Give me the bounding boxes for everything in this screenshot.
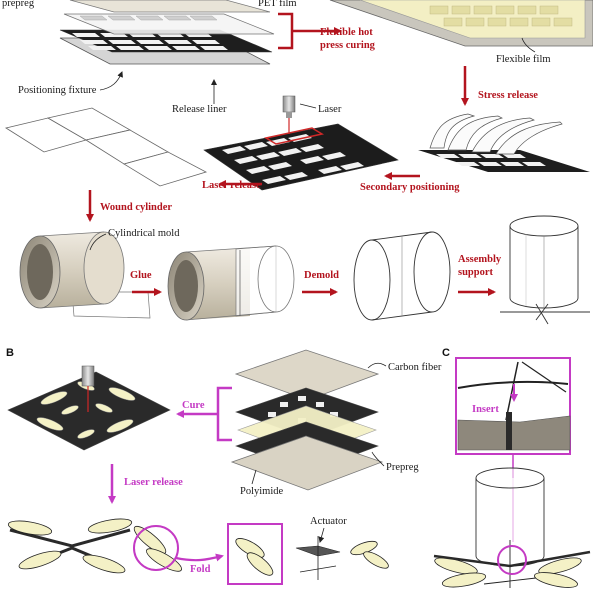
demolded-tube — [353, 231, 451, 321]
cylindrical-mold-1 — [19, 231, 151, 319]
film-strip — [4, 107, 208, 187]
step-cure: Cure — [182, 400, 205, 411]
step-demold: Demold — [304, 270, 339, 281]
layup-stack-b — [230, 349, 384, 491]
released-cross — [7, 518, 182, 574]
step-glue: Glue — [130, 270, 152, 281]
actuator-assembly — [295, 536, 389, 580]
cylinder-with-film — [167, 245, 295, 321]
label-prepreg-b: Prepreg — [386, 462, 419, 473]
step-fold: Fold — [190, 564, 211, 575]
curing-bracket — [278, 12, 294, 50]
panel-tag-c: C — [442, 347, 450, 359]
step-laser-release-a: Laser release — [202, 180, 261, 191]
step-flexible-hot-press-line2: press curing — [320, 40, 376, 51]
step-stress-release: Stress release — [478, 90, 538, 101]
label-release-liner: Release liner — [172, 104, 227, 115]
cross-plate — [7, 365, 171, 451]
label-cylindrical-mold: Cylindrical mold — [108, 228, 180, 239]
step-laser-release-b: Laser release — [124, 477, 183, 488]
insert-highlight-circle — [497, 545, 527, 575]
layup-stack-a — [59, 0, 275, 70]
assembled-robot — [433, 467, 591, 588]
step-wound-cylinder: Wound cylinder — [100, 202, 172, 213]
step-insert: Insert — [472, 404, 499, 415]
step-flexible-hot-press-line1: Flexible hot — [320, 27, 373, 38]
label-carbon-fiber: Carbon fiber — [388, 362, 442, 373]
panel-tag-b: B — [6, 347, 14, 359]
peeling-film — [418, 113, 590, 172]
label-actuator: Actuator — [310, 516, 347, 527]
fold-zoom-box — [227, 523, 283, 585]
step-assembly-support-line1: Assembly — [458, 254, 502, 265]
step-assembly-support-line2: support — [458, 267, 494, 278]
label-pet-film: PET film — [258, 0, 297, 9]
step-secondary-positioning: Secondary positioning — [360, 182, 460, 193]
label-flexible-film: Flexible film — [496, 54, 551, 65]
fold-highlight-circle — [133, 525, 179, 571]
label-prepreg-top: prepreg — [2, 0, 35, 9]
press-plate-result — [329, 0, 593, 47]
label-positioning-fixture: Positioning fixture — [18, 85, 97, 96]
label-laser: Laser — [318, 104, 342, 115]
insert-detail — [457, 361, 571, 451]
assembled-cylinder — [500, 215, 590, 325]
cure-bracket — [216, 386, 232, 442]
label-polyimide: Polyimide — [240, 486, 284, 497]
laser-head — [282, 95, 296, 134]
folded-wings — [235, 538, 274, 576]
laser-cut-plate — [203, 123, 399, 191]
